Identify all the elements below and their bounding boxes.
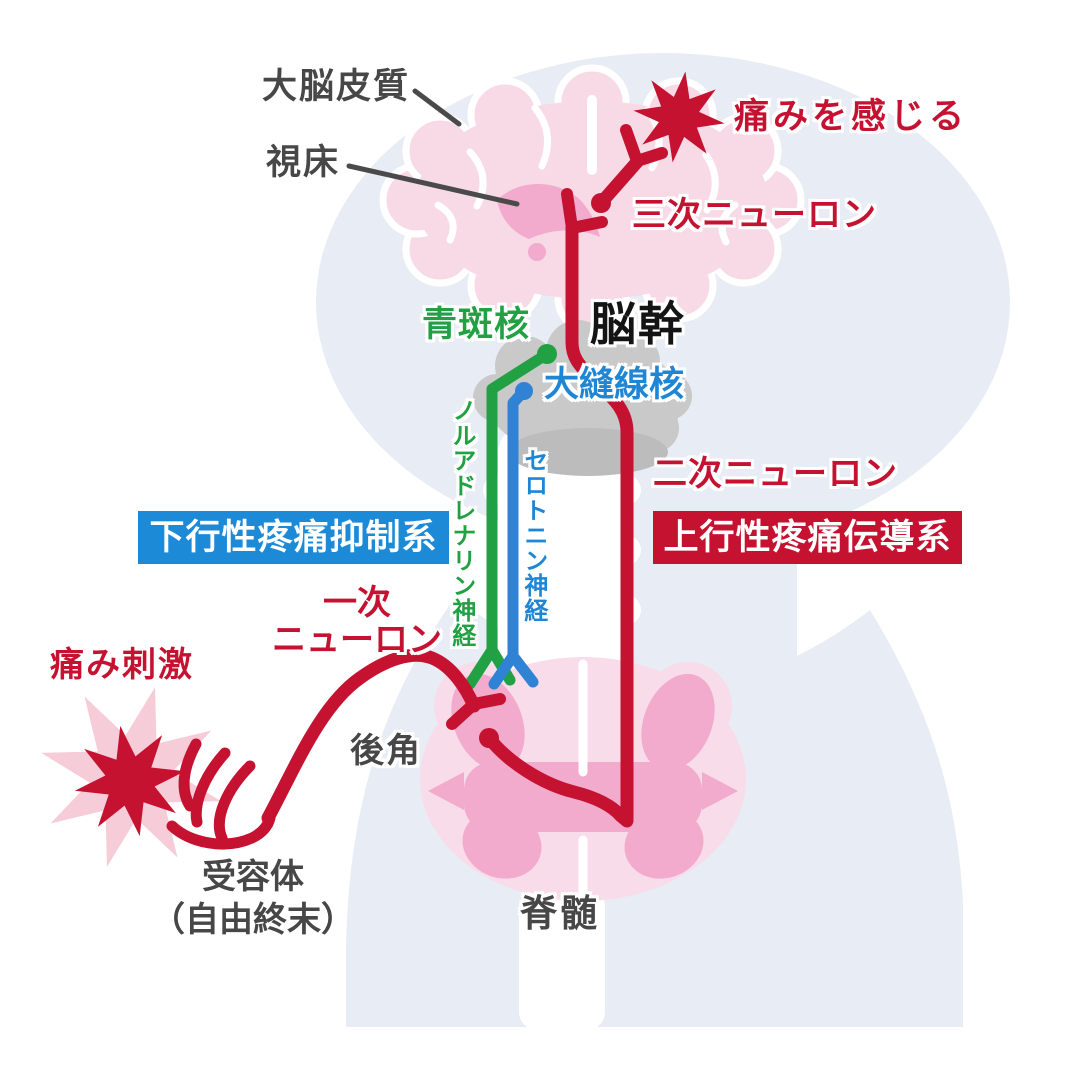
- spinal-cord-label: 脊髄: [520, 893, 600, 934]
- feel-pain-label: 痛みを感じる: [734, 97, 969, 136]
- raphe-nucleus-label: 大縫線核: [544, 365, 685, 404]
- cerebral-cortex-label: 大脳皮質: [262, 67, 411, 106]
- secondary-neuron-label: 二次ニューロン: [653, 455, 898, 493]
- pointer-line-thalamus: [346, 163, 520, 207]
- tertiary-neuron-path: [594, 155, 644, 210]
- spinal-cord-cross-section: [420, 657, 746, 901]
- pointer-line-cortex: [412, 88, 462, 127]
- tertiary-neuron-label: 三次ニューロン: [632, 196, 877, 234]
- free-nerve-endings: [166, 738, 276, 850]
- pain-pathway-red: [166, 124, 668, 850]
- receptor-label: 受容体 （自由終末）: [151, 858, 355, 939]
- noradrenaline-nerve-label: ノルアドレナリン神経: [447, 398, 475, 648]
- thalamus-label: 視床: [266, 143, 341, 182]
- primary-neuron-label: 一次 ニューロン: [272, 584, 442, 659]
- ascending-system-badge: 上行性疼痛伝導系: [653, 511, 962, 564]
- dorsal-horn-label: 後角: [350, 732, 422, 770]
- spinal-gray-matter: [428, 673, 738, 879]
- serotonin-nerve-label: セロトニン神経: [519, 448, 547, 623]
- thalamus-dot: [528, 243, 546, 261]
- secondary-neuron-path: [482, 221, 634, 828]
- brainstem-label: 脳幹: [590, 298, 686, 350]
- descending-system-badge: 下行性疼痛抑制系: [138, 511, 449, 564]
- pain-stimulus-label: 痛み刺激: [50, 646, 194, 684]
- locus-coeruleus-label: 青斑核: [422, 305, 531, 344]
- primary-neuron-path: [261, 648, 481, 825]
- serotonin-pathway: [488, 382, 539, 690]
